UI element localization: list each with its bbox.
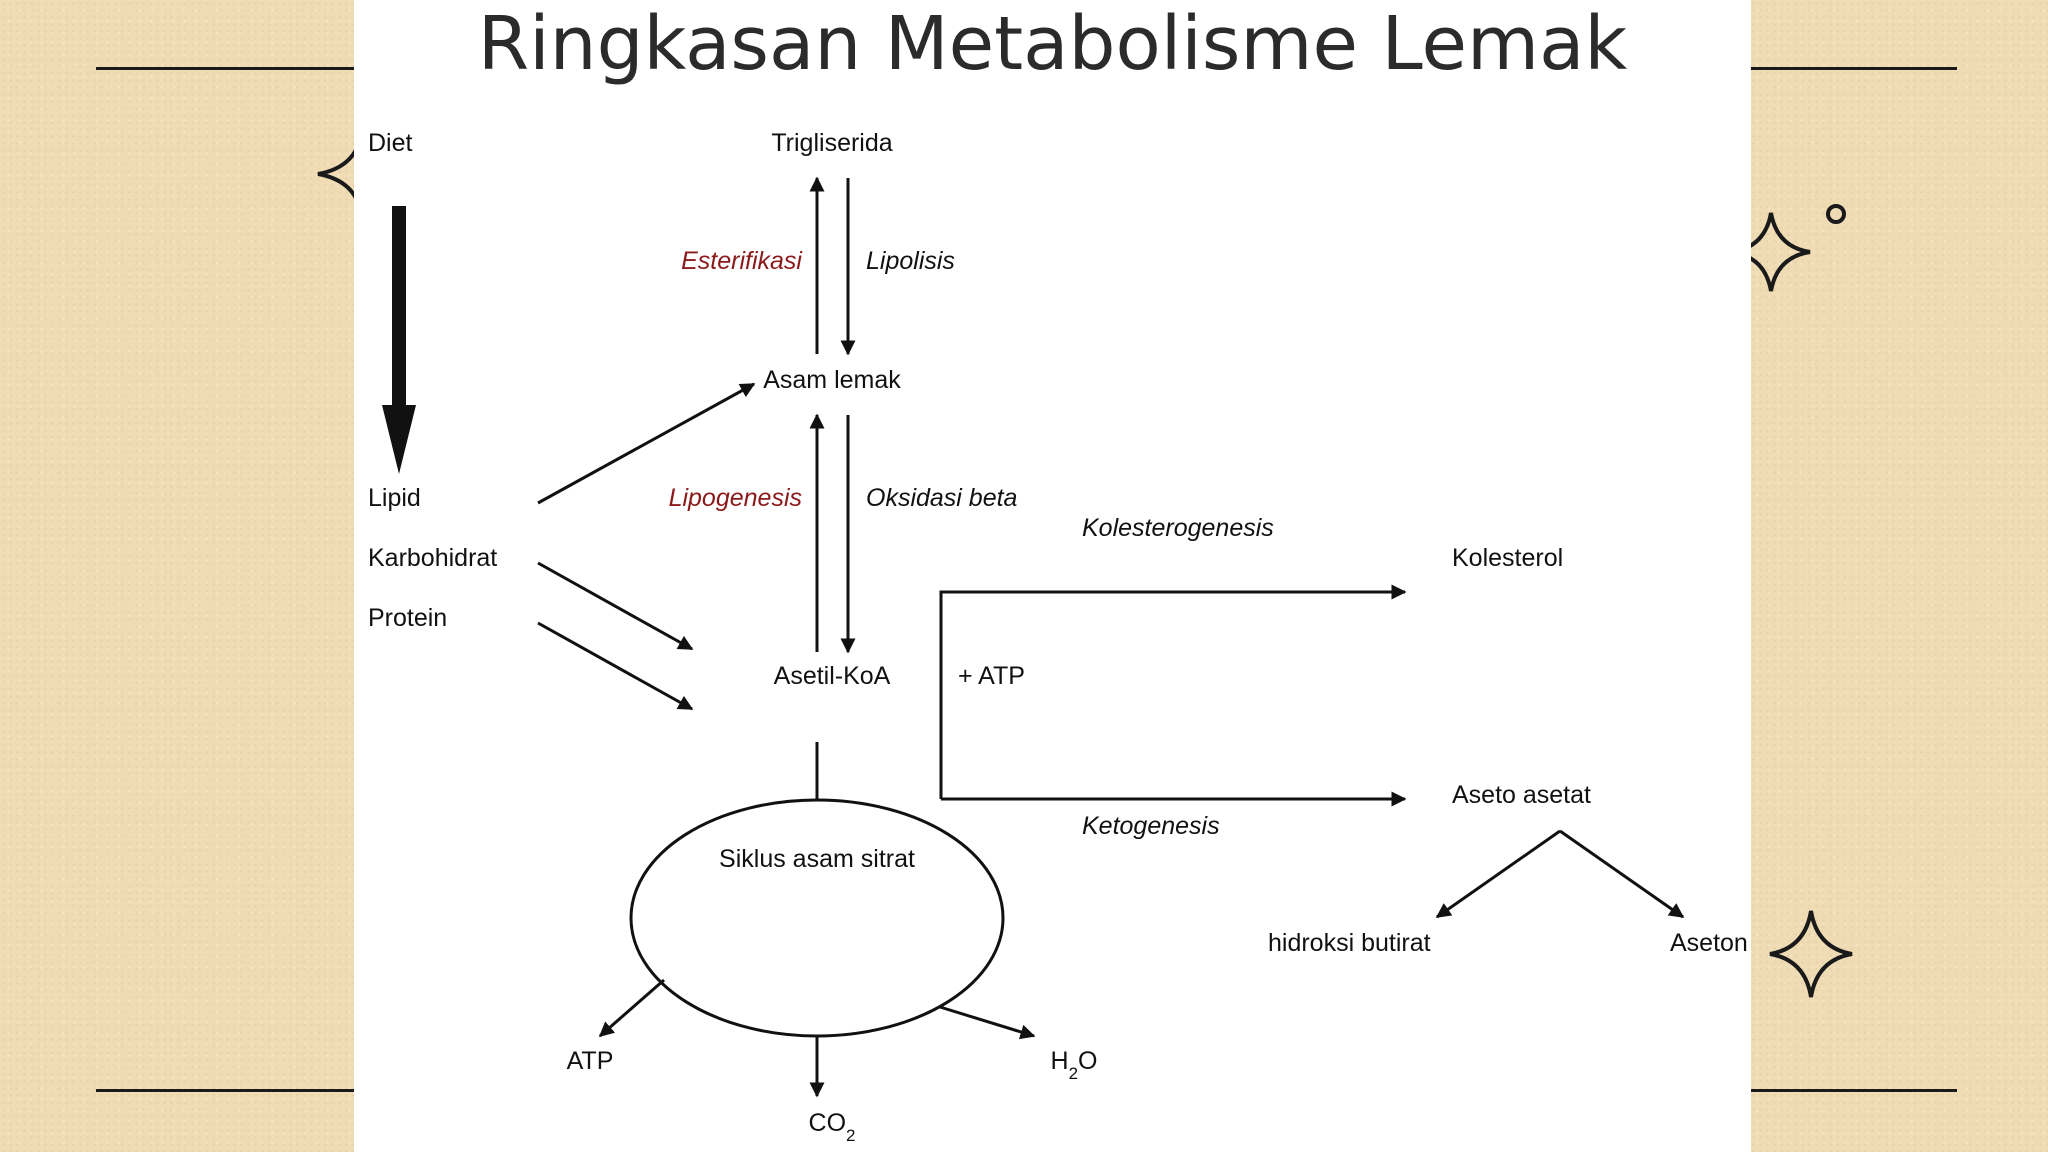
to-aseton-arrow: [1559, 829, 1685, 919]
label-kolesterol: Kolesterol: [1452, 544, 1563, 572]
top-right-rule: [1751, 67, 1957, 70]
diet-arrow-head: [382, 405, 416, 474]
karbohidrat-arrow: [537, 561, 694, 651]
label-trigliserida: Trigliserida: [771, 129, 892, 157]
slide-title: Ringkasan Metabolisme Lemak: [477, 1, 1628, 87]
label-esterifikasi: Esterifikasi: [681, 247, 803, 275]
label-lipolisis: Lipolisis: [866, 247, 955, 275]
label-karbohidrat: Karbohidrat: [368, 544, 497, 572]
diet-arrow-shaft: [392, 206, 406, 412]
to-hidroksi-butirat-arrow: [1435, 829, 1561, 919]
diagram-panel: [354, 0, 1751, 1152]
label-asam-lemak: Asam lemak: [763, 366, 901, 394]
label-co2: CO2: [809, 1109, 856, 1145]
small-circle-icon: [1826, 204, 1846, 224]
citric-acid-cycle-ellipse: [629, 798, 1005, 1038]
label-lipogenesis: Lipogenesis: [669, 484, 802, 512]
bottom-left-rule: [96, 1089, 356, 1092]
label-hidroksi-butirat: hidroksi butirat: [1268, 929, 1431, 957]
label-oksidasi-beta: Oksidasi beta: [866, 484, 1018, 512]
label-siklus-asam-sitrat: Siklus asam sitrat: [719, 845, 915, 873]
top-left-rule: [96, 67, 356, 70]
label-kolesterogenesis: Kolesterogenesis: [1082, 514, 1274, 542]
four-point-star-icon: [1769, 910, 1853, 998]
four-point-star-icon: [1731, 212, 1811, 292]
label-ketogenesis: Ketogenesis: [1082, 812, 1220, 840]
label-h2o: H2O: [1051, 1047, 1098, 1083]
label-atp: ATP: [567, 1047, 614, 1075]
label-plus-atp: + ATP: [958, 662, 1025, 690]
kolesterogenesis-arrow: [939, 584, 1407, 799]
lipid-to-asam-lemak-arrow: [537, 382, 756, 505]
label-asetil-koa: Asetil-KoA: [774, 662, 891, 690]
label-aseton: Aseton: [1670, 929, 1748, 957]
label-aseto-asetat: Aseto asetat: [1452, 781, 1591, 809]
label-protein: Protein: [368, 604, 447, 632]
label-lipid: Lipid: [368, 484, 421, 512]
cycle-to-atp-arrow: [598, 978, 665, 1038]
cycle-to-h2o-arrow: [939, 1005, 1036, 1040]
bottom-right-rule: [1751, 1089, 1957, 1092]
protein-arrow: [537, 621, 694, 711]
label-diet: Diet: [368, 129, 413, 157]
